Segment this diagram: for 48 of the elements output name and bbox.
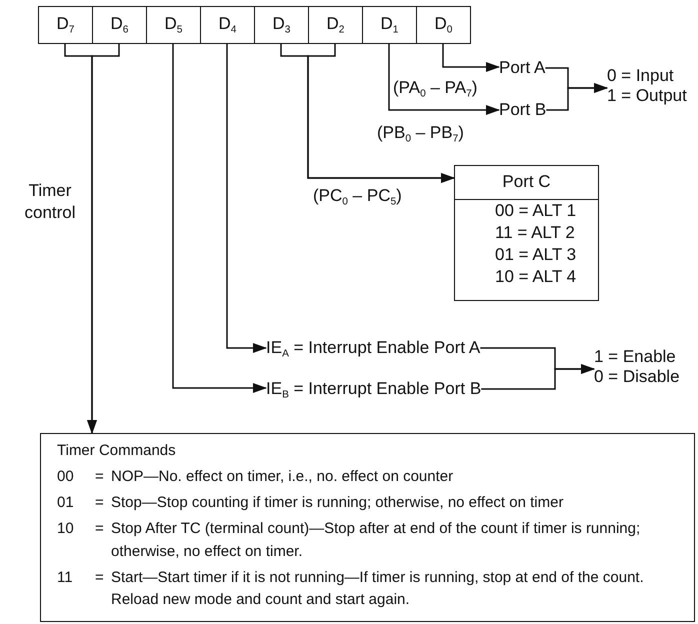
command-description: Stop After TC (terminal count)—Stop after at end of the count if timer is running; otherwise, no effect on timer.: [111, 519, 642, 562]
connector-arrow: [226, 44, 267, 353]
legend-line: 1 = Enable: [594, 347, 677, 367]
legend-line: 0 = Input: [607, 66, 675, 86]
command-code: 00: [57, 467, 75, 487]
pin-range-label: (PA$_{0}$ – PA$_{7}$): [393, 78, 478, 98]
pin-range-label: (PC$_{0}$ – PC$_{5}$): [313, 186, 402, 206]
table-row-text: 01 = ALT 3: [494, 244, 578, 266]
register-bit-cell: D$_{4}$: [200, 6, 255, 44]
timer-commands-box: [40, 433, 695, 622]
connector-arrow: [388, 44, 500, 115]
pin-range-label: (PB$_{0}$ – PB$_{7}$): [377, 123, 464, 143]
table-row-text: 00 = ALT 1: [494, 200, 578, 222]
register-bit-cell: D$_{7}$: [38, 6, 93, 44]
connector-arrow: [307, 44, 455, 183]
command-description: NOP—No. effect on timer, i.e., no. effect on counter: [111, 467, 454, 487]
command-code: 01: [57, 493, 75, 513]
connector-arrow: [481, 364, 595, 390]
command-description: Stop—Stop counting if timer is running; otherwise, no effect on timer: [111, 493, 564, 513]
port-label: Port B: [499, 100, 546, 120]
connector-arrow: [442, 44, 500, 72]
command-code: 11: [57, 568, 74, 588]
table-heading: Port C: [455, 166, 598, 200]
box-heading: Timer Commands: [57, 441, 177, 461]
table-row-text: 10 = ALT 4: [494, 266, 578, 288]
interrupt-enable-label: IE$_{A}$ = Interrupt Enable Port A: [266, 338, 480, 358]
port-c-table-box: [454, 165, 599, 301]
connector-arrow: [87, 44, 120, 434]
register-bit-cell: D$_{5}$: [146, 6, 201, 44]
equals-sign: =: [95, 568, 105, 588]
interrupt-enable-label: IE$_{B}$ = Interrupt Enable Port B: [266, 379, 482, 399]
legend-line: 0 = Disable: [594, 367, 680, 387]
command-code: 10: [57, 519, 75, 539]
side-label: Timer control: [23, 180, 77, 224]
equals-sign: =: [95, 467, 105, 487]
connector-arrow: [546, 83, 608, 111]
register-bit-cell: D$_{6}$: [92, 6, 147, 44]
register-bit-cell: D$_{3}$: [254, 6, 309, 44]
legend-line: 1 = Output: [607, 86, 687, 106]
port-label: Port A: [499, 58, 546, 78]
register-bit-cell: D$_{2}$: [308, 6, 363, 44]
equals-sign: =: [95, 519, 105, 539]
table-row-text: 11 = ALT 2: [494, 222, 576, 244]
command-description: Start—Start timer if it is not running—If timer is running, stop at end of the count. Reload new mode and count and start again.: [111, 568, 645, 610]
equals-sign: =: [95, 493, 105, 513]
connector-arrow: [172, 44, 267, 393]
register-bit-cell: D$_{0}$: [416, 6, 471, 44]
register-bit-cell: D$_{1}$: [362, 6, 417, 44]
